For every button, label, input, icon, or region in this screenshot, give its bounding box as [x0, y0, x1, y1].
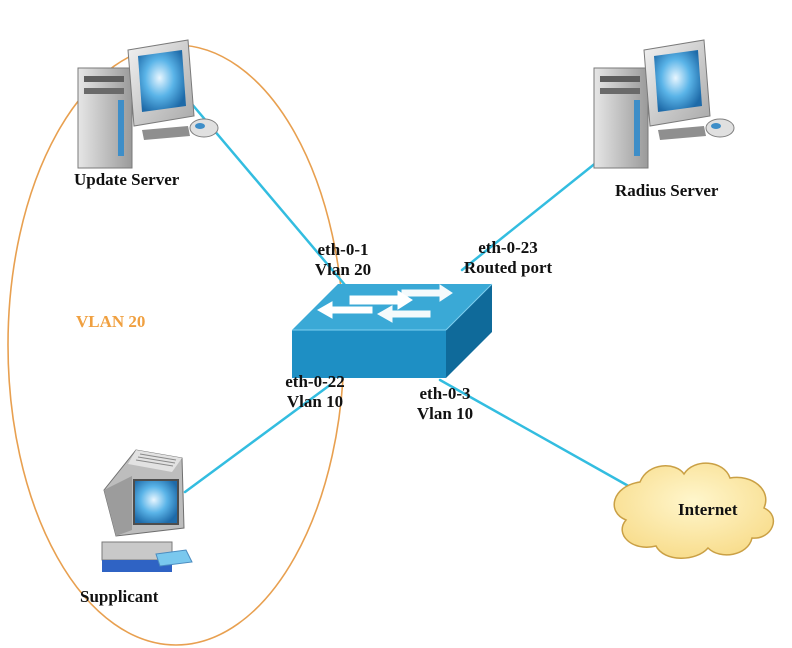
links	[178, 88, 634, 494]
link-switch-internet	[438, 378, 634, 490]
radius-server-computer-icon	[593, 39, 735, 169]
update-server-label: Update Server	[74, 170, 180, 189]
port-name: eth-0-1	[317, 240, 369, 259]
port-name: eth-0-22	[285, 372, 345, 391]
port-vlan: Vlan 20	[314, 260, 372, 279]
supplicant-computer-icon	[101, 449, 193, 572]
vlan-group-label: VLAN 20	[76, 312, 146, 331]
port-vlan: Vlan 10	[286, 392, 344, 411]
port-eth-0-3-label: eth-0-3 Vlan 10	[400, 384, 490, 424]
internet-cloud-icon	[613, 462, 775, 559]
internet-label: Internet	[678, 500, 738, 519]
port-name: eth-0-23	[478, 238, 538, 257]
port-eth-0-1-label: eth-0-1 Vlan 20	[300, 240, 386, 280]
link-supplicant-switch	[183, 383, 332, 494]
radius-server-label: Radius Server	[615, 181, 719, 200]
port-vlan: Vlan 10	[416, 404, 474, 423]
update-server-computer-icon	[77, 39, 219, 169]
link-radius-server-switch	[460, 148, 614, 272]
port-eth-0-23-label: eth-0-23 Routed port	[440, 238, 576, 278]
port-name: eth-0-3	[419, 384, 471, 403]
port-eth-0-22-label: eth-0-22 Vlan 10	[270, 372, 360, 412]
port-mode: Routed port	[463, 258, 553, 277]
switch-icon	[292, 283, 493, 378]
supplicant-label: Supplicant	[80, 587, 159, 606]
